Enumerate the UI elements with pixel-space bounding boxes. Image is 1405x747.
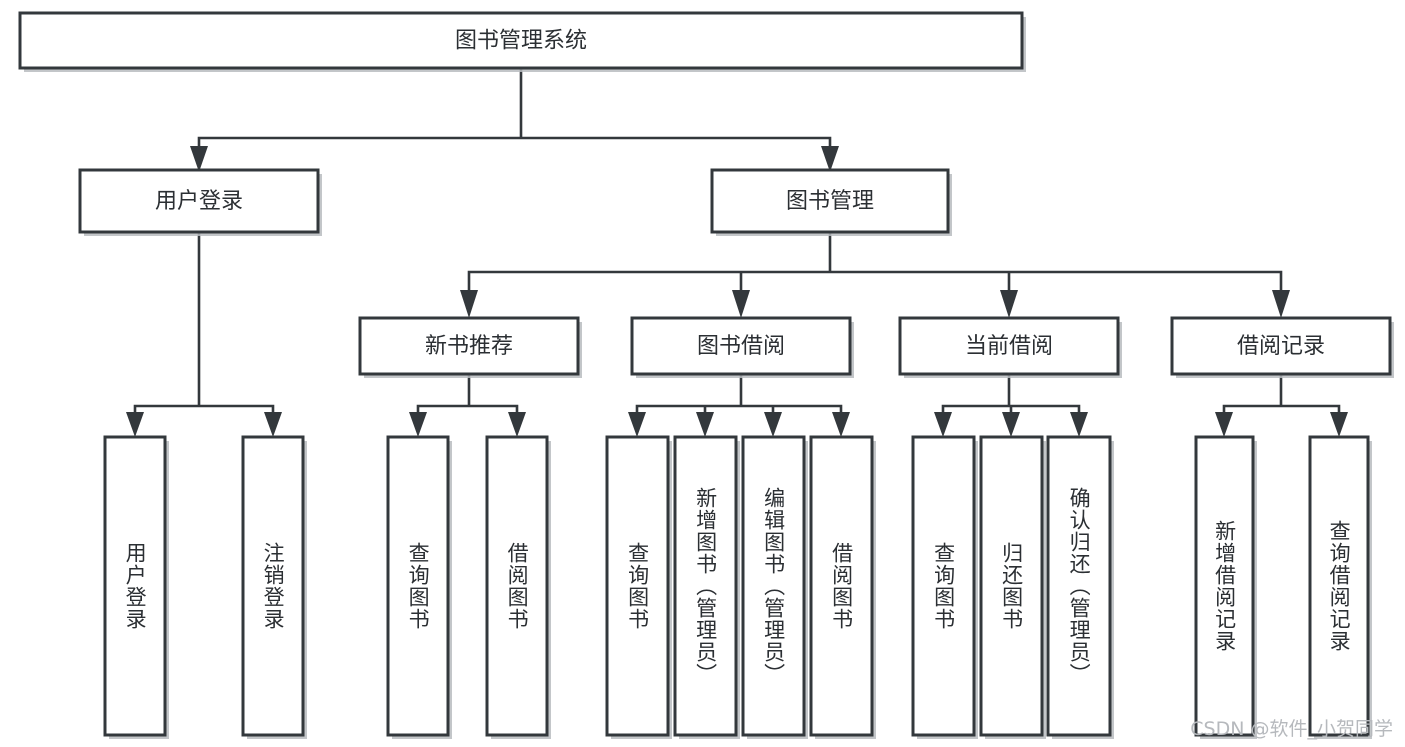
arrowhead-leaf-add-book [696, 412, 714, 437]
node-box-user-login[interactable] [78, 168, 320, 234]
node-label-root: 图书管理系统 [455, 29, 587, 54]
node-box-leaf-return-book[interactable] [979, 435, 1044, 737]
arrowhead-borrow-record [1272, 290, 1290, 318]
arrowhead-new-book-rec [460, 290, 478, 318]
node-box-leaf-add-record[interactable] [1194, 435, 1255, 737]
node-box-book-manage[interactable] [710, 168, 950, 234]
node-box-leaf-logout[interactable] [241, 435, 305, 737]
node-box-root[interactable] [18, 11, 1024, 70]
connector-root-bus [197, 66, 832, 160]
arrowhead-leaf-borrow-book-rec [508, 412, 526, 437]
node-box-leaf-query-book-bb[interactable] [605, 435, 670, 737]
arrowhead-leaf-confirm-return [1070, 412, 1088, 437]
arrowhead-current-borrow [1000, 290, 1018, 318]
arrowhead-leaf-add-record [1215, 412, 1233, 437]
arrowhead-leaf-borrow-book-bb [832, 412, 850, 437]
connector-layer [126, 66, 1348, 437]
arrowhead-leaf-query-book-rec [409, 412, 427, 437]
arrowhead-leaf-logout [264, 412, 282, 437]
arrowhead-leaf-user-login [126, 412, 144, 437]
node-box-current-borrow[interactable] [898, 316, 1120, 376]
node-label-user-login: 用户登录 [155, 189, 243, 214]
arrowhead-book-borrow [732, 290, 750, 318]
arrowhead-leaf-query-record [1330, 412, 1348, 437]
connector-borrowrecord-bus [1222, 372, 1341, 420]
node-label-borrow-record: 借阅记录 [1237, 334, 1325, 359]
connector-currentborrow-bus [941, 372, 1081, 420]
node-box-leaf-query-book-cb[interactable] [911, 435, 976, 737]
connector-userlogin-bus [133, 230, 275, 420]
arrowhead-leaf-edit-book [764, 412, 782, 437]
arrowhead-leaf-return-book [1002, 412, 1020, 437]
node-box-new-book-rec[interactable] [358, 316, 580, 376]
node-box-borrow-record[interactable] [1170, 316, 1392, 376]
node-box-leaf-query-book-rec[interactable] [386, 435, 450, 737]
connector-newbook-bus [416, 372, 519, 420]
arrowhead-book-manage [821, 146, 839, 172]
node-label-new-book-rec: 新书推荐 [425, 334, 513, 359]
node-box-leaf-confirm-return[interactable] [1046, 435, 1112, 737]
arrowhead-user-login [190, 146, 208, 172]
box-layer [18, 11, 1394, 739]
connector-bookborrow-bus [635, 372, 843, 420]
node-box-leaf-borrow-book-bb[interactable] [809, 435, 874, 737]
arrowhead-leaf-query-book-cb [934, 412, 952, 437]
connector-bookmanage-bus [467, 230, 1283, 294]
node-box-book-borrow[interactable] [630, 316, 852, 376]
node-box-leaf-add-book[interactable] [673, 435, 738, 737]
watermark-text: CSDN @软件_小贺同学 [1190, 718, 1393, 740]
node-label-book-manage: 图书管理 [786, 189, 874, 214]
node-label-book-borrow: 图书借阅 [697, 334, 785, 359]
node-box-leaf-edit-book[interactable] [741, 435, 806, 737]
node-label-current-borrow: 当前借阅 [965, 334, 1053, 359]
arrowhead-leaf-query-book-bb [628, 412, 646, 437]
node-box-leaf-borrow-book-rec[interactable] [485, 435, 549, 737]
node-box-leaf-query-record[interactable] [1308, 435, 1370, 737]
node-box-leaf-user-login[interactable] [103, 435, 167, 737]
